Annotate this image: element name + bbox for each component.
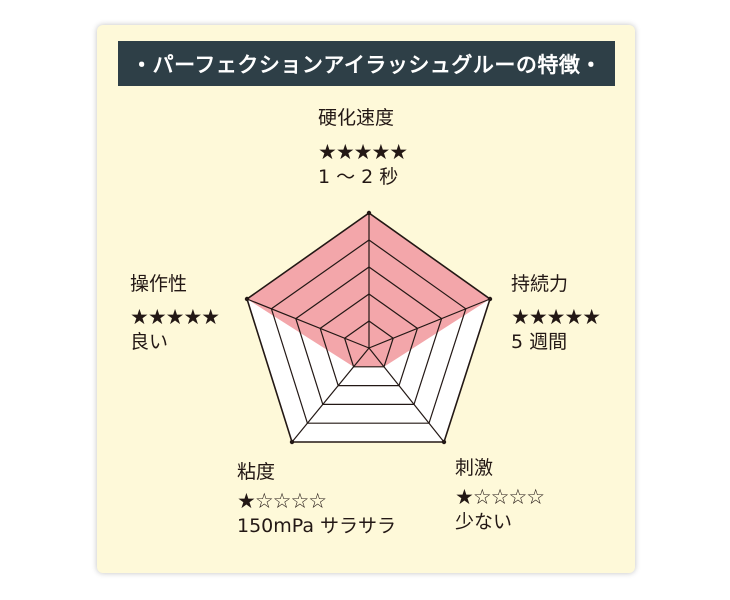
radar-vertex-dot-0 xyxy=(366,210,372,216)
radar-vertex-dot-3 xyxy=(289,439,295,445)
radar-grid-ring-5 xyxy=(246,212,491,443)
axis-name: 硬化速度 xyxy=(318,107,395,129)
axis-detail: 5 週間 xyxy=(511,331,568,353)
radar-grid-ring-2 xyxy=(319,293,419,387)
axis-label-curing-speed: 硬化速度 ★★★★★ 1 ～ 2 秒 xyxy=(318,106,408,189)
axis-detail: 150mPa サラサラ xyxy=(237,515,397,537)
radar-spoke-1 xyxy=(368,298,491,349)
radar-spoke-4 xyxy=(246,298,370,349)
radar-spoke-3 xyxy=(291,347,370,443)
axis-label-operability: 操作性 ★★★★★ 良い xyxy=(130,272,220,354)
radar-grid-ring-3 xyxy=(295,266,443,405)
axis-detail: 良い xyxy=(130,331,169,353)
radar-grid-ring-4 xyxy=(270,239,467,424)
radar-grid-ring-1 xyxy=(343,320,394,368)
axis-label-irritation: 刺激 ★☆☆☆☆ 少ない xyxy=(455,456,545,534)
axis-name: 操作性 xyxy=(130,273,188,295)
axis-detail: 1 ～ 2 秒 xyxy=(318,166,399,188)
page-title: ・パーフェクションアイラッシュグルーの特徴・ xyxy=(118,41,615,86)
rating-stars: ★★★★★ xyxy=(511,305,601,329)
radar-spoke-2 xyxy=(368,347,445,443)
rating-stars: ★★★★★ xyxy=(130,305,220,329)
rating-stars: ★☆☆☆☆ xyxy=(237,489,327,513)
rating-stars: ★★★★★ xyxy=(318,140,408,164)
axis-label-durability: 持続力 ★★★★★ 5 週間 xyxy=(511,272,601,354)
radar-vertex-dot-4 xyxy=(244,296,250,302)
axis-label-viscosity: 粘度 ★☆☆☆☆ 150mPa サラサラ xyxy=(237,460,396,538)
radar-vertex-dot-2 xyxy=(441,439,447,445)
axis-detail: 少ない xyxy=(455,511,513,533)
axis-name: 粘度 xyxy=(237,461,276,483)
rating-stars: ★☆☆☆☆ xyxy=(455,485,545,509)
axis-name: 刺激 xyxy=(455,457,494,479)
axis-name: 持続力 xyxy=(511,273,569,295)
radar-vertex-dot-1 xyxy=(487,296,493,302)
